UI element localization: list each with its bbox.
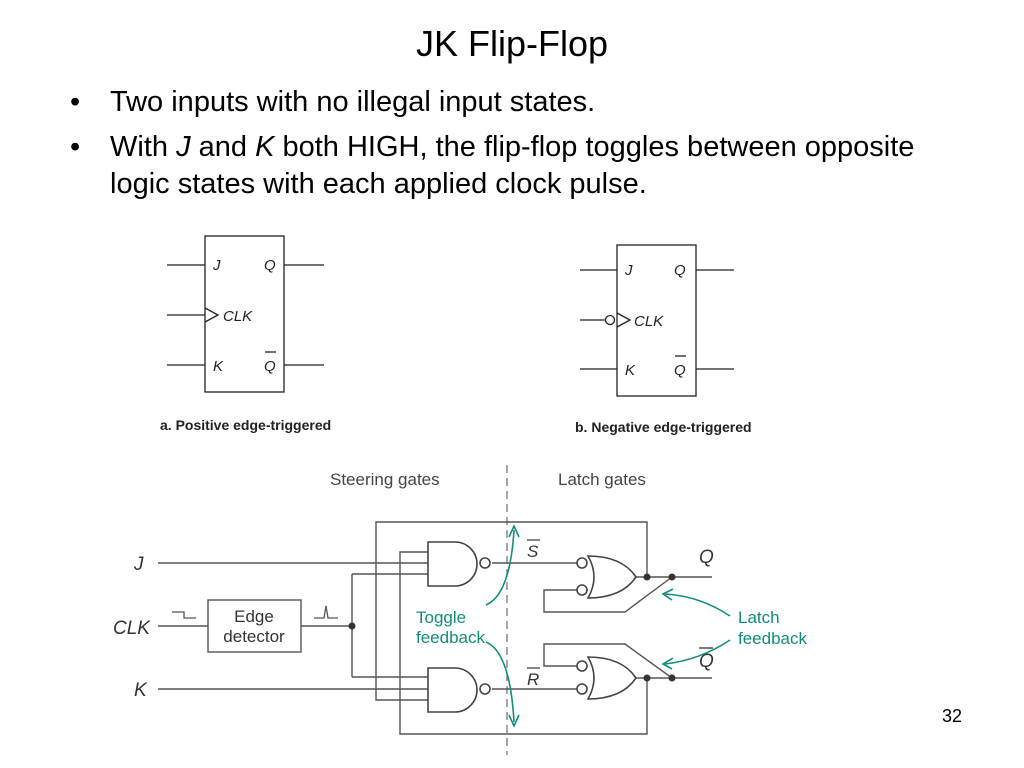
negative-j-label: J	[624, 262, 633, 279]
upper-latch-input-bubble	[576, 557, 588, 569]
upper-latch-input-bubble	[576, 584, 588, 596]
bullet-italic-k: K	[255, 131, 275, 163]
positive-k-label: K	[213, 358, 224, 375]
upper-latch-gate	[586, 555, 637, 599]
input-k-label: K	[134, 680, 148, 701]
pulse-waveform-icon	[314, 605, 338, 619]
bullet-text: Two inputs with no illegal input states.	[110, 86, 596, 118]
junction-dots	[348, 573, 676, 682]
clock-waveform-icon	[172, 611, 196, 619]
edge-detector-label-line1: Edge	[234, 607, 274, 626]
positive-edge-symbol	[167, 235, 324, 393]
positive-j-label: J	[212, 257, 221, 274]
lower-latch-input-bubble	[576, 660, 588, 672]
toggle-feedback-arrows	[485, 524, 520, 728]
lower-latch-input-bubble	[576, 683, 588, 695]
slide-title: JK Flip-Flop	[415, 23, 609, 64]
s-bar-label: S	[527, 542, 539, 561]
steering-nand-gates	[427, 541, 491, 713]
r-bar-label: R	[527, 670, 539, 689]
toggle-feedback-label-line2: feedback	[416, 628, 485, 647]
latch-feedback-label-line1: Latch	[738, 608, 780, 627]
negative-caption: b. Negative edge-triggered	[575, 419, 752, 435]
latch-feedback-arrows	[661, 588, 731, 670]
lower-nand-gate	[427, 667, 478, 713]
negative-q-label: Q	[674, 262, 686, 279]
output-q-label: Q	[699, 547, 714, 568]
page-number: 32	[941, 706, 962, 726]
upper-nand-bubble	[479, 557, 491, 569]
toggle-feedback-label-line1: Toggle	[416, 608, 466, 627]
latch-gates-label: Latch gates	[558, 470, 646, 489]
negative-ff-box	[616, 244, 697, 397]
edge-detector-box	[207, 599, 302, 653]
lower-nand-bubble	[479, 683, 491, 695]
positive-caption: a. Positive edge-triggered	[160, 417, 331, 433]
negative-qbar-label: Q	[674, 362, 686, 379]
positive-clock-triangle	[204, 307, 220, 323]
bullet-glyph: •	[70, 86, 81, 118]
positive-clk-label: CLK	[223, 308, 253, 325]
positive-q-label: Q	[264, 257, 276, 274]
bullet-text-prefix: With	[110, 131, 177, 163]
steering-gates-label: Steering gates	[330, 470, 440, 489]
output-qbar-label: Q	[699, 651, 714, 672]
input-clk-label: CLK	[113, 618, 151, 639]
bullet-item: • With J and K both HIGH, the flip-flop …	[70, 129, 970, 203]
lower-latch-gate	[586, 656, 637, 700]
bullet-glyph: •	[70, 131, 81, 163]
upper-nand-gate	[427, 541, 478, 587]
negative-clk-bubble	[604, 314, 616, 326]
edge-detector-label-line2: detector	[223, 627, 285, 646]
negative-clock-triangle	[616, 312, 632, 328]
latch-gates	[576, 555, 637, 700]
negative-k-label: K	[625, 362, 636, 379]
bullet-list: • Two inputs with no illegal input state…	[70, 84, 970, 211]
bullet-italic-j: J	[176, 131, 191, 163]
negative-edge-symbol	[580, 244, 734, 397]
negative-clk-label: CLK	[634, 313, 664, 330]
bullet-item: • Two inputs with no illegal input state…	[70, 84, 970, 121]
circuit-wires	[158, 521, 712, 735]
positive-ff-box	[204, 235, 285, 393]
positive-qbar-label: Q	[264, 358, 276, 375]
latch-feedback-label-line2: feedback	[738, 629, 807, 648]
bullet-text-mid: and	[190, 131, 256, 163]
input-j-label: J	[133, 554, 144, 575]
bullet-text-suffix: both HIGH, the flip-flop toggles between…	[110, 131, 915, 200]
